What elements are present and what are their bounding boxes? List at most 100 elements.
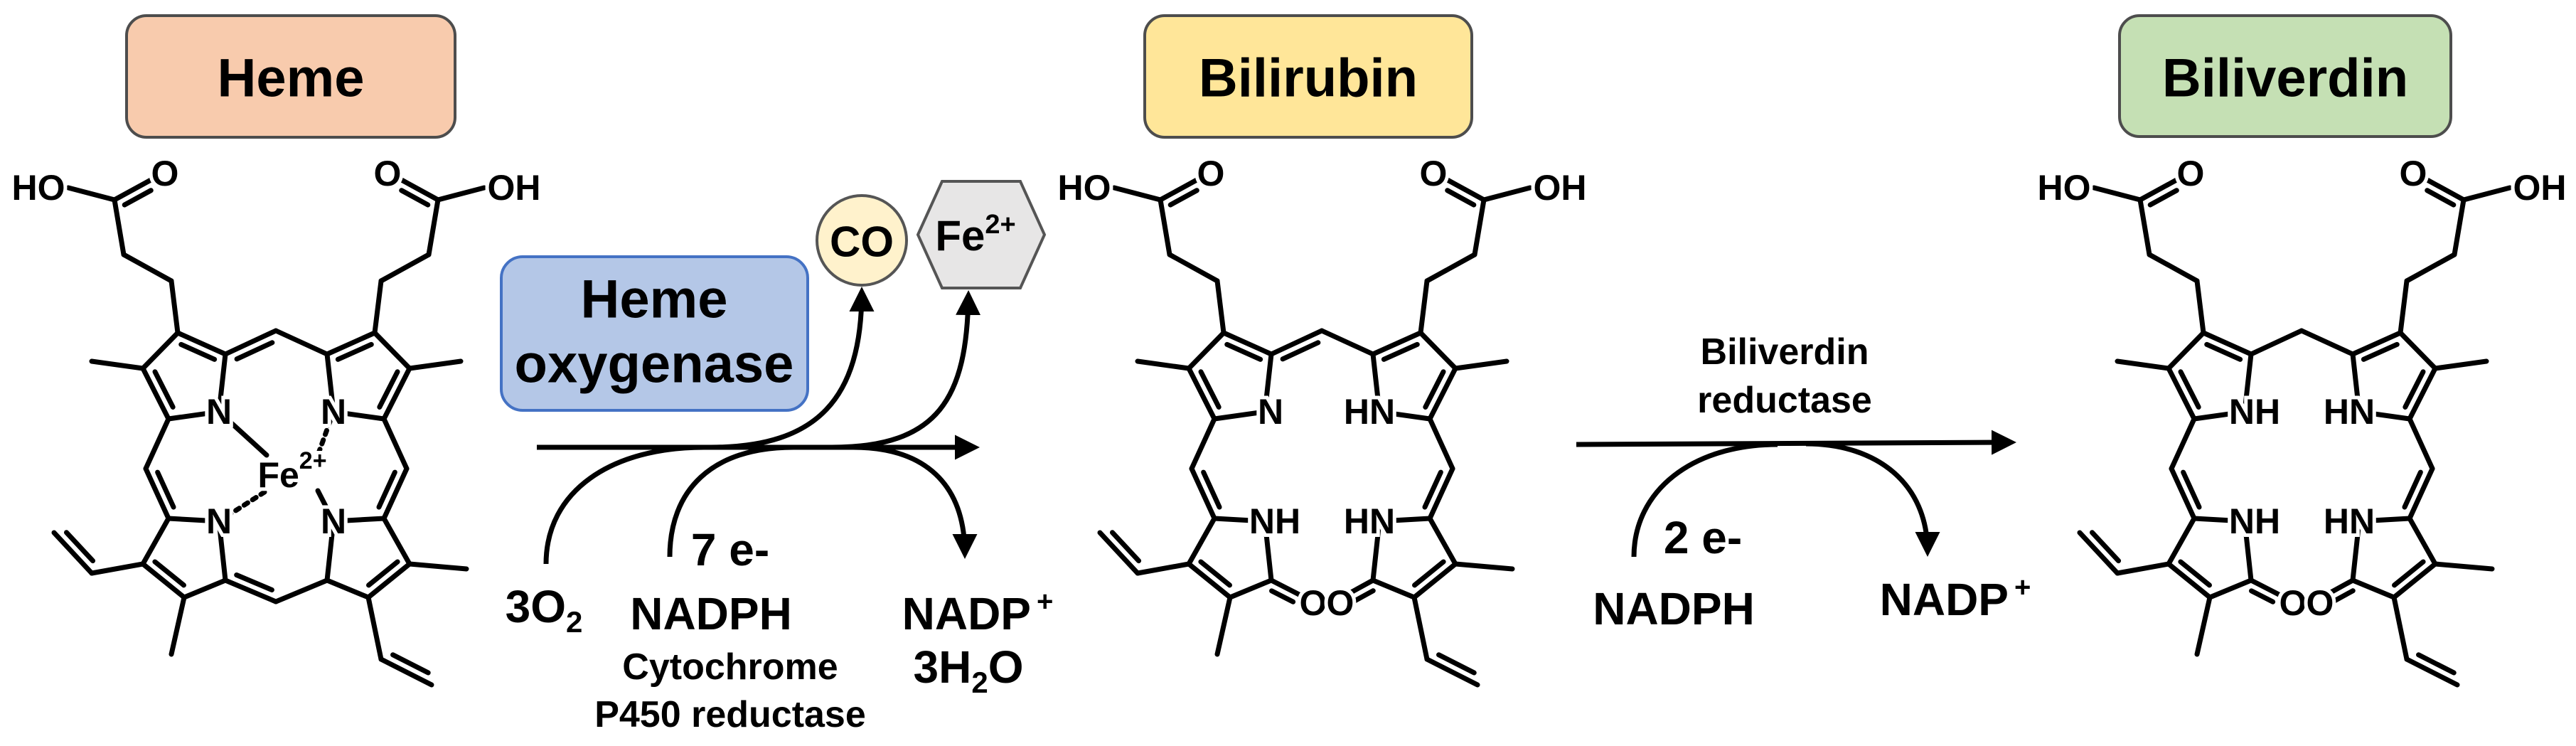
lactam-oxygen-label: O <box>1327 583 1354 623</box>
bond <box>2147 188 2179 208</box>
bond <box>166 516 222 524</box>
bond <box>2452 197 2467 257</box>
bond <box>1436 652 1477 676</box>
bond <box>426 197 441 257</box>
co-label: CO <box>830 218 894 266</box>
bond <box>1427 516 1458 567</box>
bond <box>331 516 387 524</box>
bond <box>2137 197 2152 257</box>
bond <box>2398 278 2410 336</box>
bond <box>1111 185 1163 203</box>
bond <box>1418 330 1458 371</box>
bond <box>2166 366 2197 422</box>
co-output-arrow <box>710 287 875 450</box>
bond <box>140 366 171 422</box>
bond <box>169 278 181 336</box>
bilirubin-title: Bilirubin <box>1199 48 1418 109</box>
bond <box>2137 176 2181 203</box>
bond <box>216 488 269 524</box>
bond <box>2089 530 2122 564</box>
bond <box>2166 330 2206 371</box>
water-label: 3H2O <box>914 641 1024 699</box>
bond <box>2350 518 2362 583</box>
electrons-label-1: 7 e- <box>691 524 769 575</box>
bond <box>2407 516 2438 567</box>
bond <box>1198 559 1232 588</box>
nitrogen-label: HN <box>1344 392 1395 432</box>
hydroxyl-label: HO <box>1058 168 1111 208</box>
bond <box>1167 188 1199 208</box>
bond <box>1377 409 1433 422</box>
bond <box>1227 577 1274 600</box>
oxygen-label: O <box>1197 154 1225 193</box>
bond <box>1427 466 1455 521</box>
bond <box>2407 466 2435 521</box>
nitrogen-label: HN <box>2324 392 2375 432</box>
bond <box>2356 409 2412 422</box>
bond <box>1370 351 1382 415</box>
bond <box>166 409 222 422</box>
bond <box>2115 358 2171 371</box>
bond <box>140 516 171 567</box>
bond <box>1370 330 1423 357</box>
bond <box>407 561 469 572</box>
bond <box>2299 328 2356 357</box>
bond <box>2402 469 2423 510</box>
oxygen-label: O <box>1420 154 1448 193</box>
lactam-oxygen-label: O <box>1300 583 1327 623</box>
fe-ion-label: Fe2+ <box>935 210 1015 260</box>
bond <box>378 656 434 688</box>
bond <box>1427 416 1455 471</box>
bond <box>1453 358 1509 371</box>
bond <box>366 559 400 588</box>
bond <box>63 530 96 564</box>
bond <box>2169 466 2197 521</box>
nitrogen-label: N <box>206 392 232 432</box>
bond <box>324 518 336 583</box>
bond <box>143 416 171 471</box>
bond <box>1212 409 1268 422</box>
oxygen-label: O <box>2400 154 2427 193</box>
electron-input-curve <box>667 444 794 558</box>
bond <box>2191 409 2248 422</box>
bond <box>1189 416 1217 471</box>
bond <box>1198 369 1222 410</box>
bond <box>1424 656 1480 688</box>
electrons-label-2: 2 e- <box>1664 512 1742 563</box>
bond <box>2321 577 2356 599</box>
bond <box>216 409 269 458</box>
bond <box>152 369 176 410</box>
bond <box>2407 366 2438 422</box>
bond <box>377 369 400 410</box>
bond <box>175 330 228 357</box>
bond <box>1097 530 1140 576</box>
bond <box>372 330 412 371</box>
bond <box>381 416 410 471</box>
bond <box>1350 588 1376 604</box>
bond <box>1186 366 1217 422</box>
bond <box>1135 561 1192 576</box>
bond <box>1443 176 1487 203</box>
bond <box>2391 595 2410 662</box>
heme-title-box: Heme <box>125 14 456 139</box>
nitrogen-label: NH <box>2229 501 2280 541</box>
bond <box>216 518 228 583</box>
bond <box>315 488 336 524</box>
lactam-oxygen-label: O <box>2307 583 2334 623</box>
enzyme1-label-line2: oxygenase <box>515 334 794 395</box>
bond <box>365 595 384 662</box>
bond <box>2350 577 2397 600</box>
bond <box>2425 188 2457 208</box>
bond <box>2416 652 2457 676</box>
bond <box>152 559 186 588</box>
bond <box>121 252 174 284</box>
bond <box>1472 197 1487 257</box>
bond <box>1319 328 1376 357</box>
bond <box>1186 516 1217 567</box>
bond <box>1418 278 1430 336</box>
bond <box>1423 369 1446 410</box>
bond <box>1422 469 1443 510</box>
bond <box>2242 351 2254 415</box>
bond <box>381 366 412 422</box>
